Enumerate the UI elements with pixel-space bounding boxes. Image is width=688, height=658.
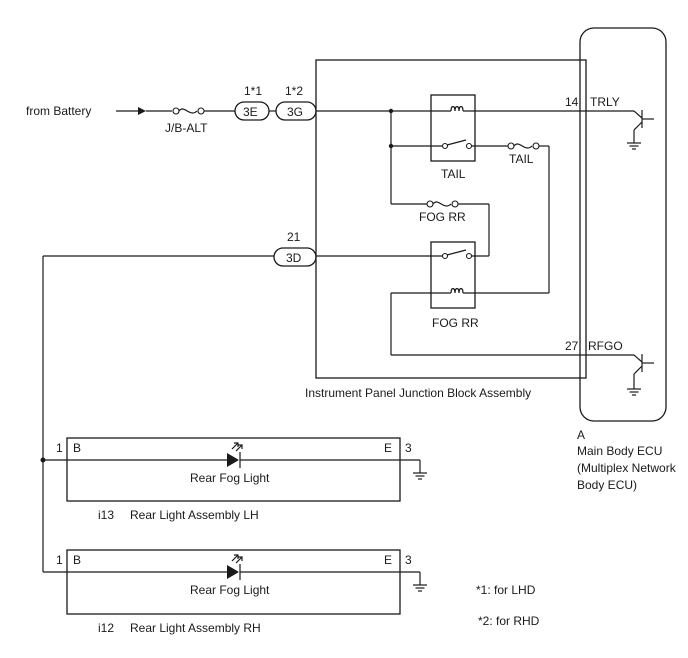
rh-ground-icon bbox=[413, 584, 427, 592]
tail-relay-box bbox=[430, 94, 476, 162]
ecu-name-line2: (Multiplex Network bbox=[577, 461, 677, 475]
fuse-jb-alt-icon bbox=[172, 107, 205, 115]
fuse-jb-alt-label: J/B-ALT bbox=[165, 121, 208, 135]
rh-lamp-label: Rear Fog Light bbox=[190, 583, 270, 597]
source-label: from Battery bbox=[26, 104, 91, 118]
lh-ref: i13 bbox=[98, 508, 114, 522]
lh-term-right: E bbox=[384, 441, 392, 455]
fog-relay-coil-icon bbox=[450, 287, 464, 294]
fog-relay-label: FOG RR bbox=[432, 316, 479, 330]
lh-term-left: B bbox=[73, 441, 81, 455]
rh-term-left: B bbox=[73, 553, 81, 567]
lh-assembly-box bbox=[66, 437, 401, 502]
connector-3d-label: 3D bbox=[286, 251, 302, 265]
connector-3e-label: 3E bbox=[243, 105, 258, 119]
rh-led-icon bbox=[227, 554, 243, 580]
connector-3d bbox=[273, 247, 317, 267]
tail-relay-coil-icon bbox=[450, 105, 464, 112]
connector-3g-note: 1*2 bbox=[285, 84, 303, 98]
ecu-name-line1: Main Body ECU bbox=[577, 444, 662, 458]
ecu-name-line3: Body ECU) bbox=[577, 478, 637, 492]
connector-3e-note: 1*1 bbox=[244, 84, 262, 98]
note-rhd: *2: for RHD bbox=[478, 614, 540, 628]
rh-pin-right: 3 bbox=[405, 553, 412, 567]
ecu-sig-trly: TRLY bbox=[590, 95, 620, 109]
rh-ref: i12 bbox=[98, 621, 114, 635]
rh-term-right: E bbox=[384, 553, 392, 567]
junction-dot bbox=[388, 108, 394, 114]
lh-name: Rear Light Assembly LH bbox=[130, 508, 259, 522]
fuse-fog-rr-label: FOG RR bbox=[419, 210, 466, 224]
ecu-sig-rfgo: RFGO bbox=[588, 339, 623, 353]
rh-pin-left: 1 bbox=[56, 553, 63, 567]
transistor-rfgo-icon bbox=[627, 354, 654, 396]
fuse-fog-rr-icon bbox=[426, 200, 459, 208]
note-lhd: *1: for LHD bbox=[476, 583, 536, 597]
rh-name: Rear Light Assembly RH bbox=[130, 621, 261, 635]
junction-block-label: Instrument Panel Junction Block Assembly bbox=[305, 386, 531, 400]
transistor-trly-icon bbox=[627, 110, 654, 150]
lh-led-icon bbox=[227, 442, 243, 468]
ecu-ref: A bbox=[577, 428, 585, 442]
lh-ground-icon bbox=[413, 472, 427, 480]
tail-relay-switch-icon bbox=[441, 139, 473, 150]
lh-pin-right: 3 bbox=[405, 441, 412, 455]
rh-assembly-box bbox=[66, 549, 401, 615]
fog-relay-switch-icon bbox=[441, 249, 473, 260]
connector-3g-label: 3G bbox=[287, 105, 303, 119]
lh-pin-left: 1 bbox=[56, 441, 63, 455]
fuse-tail-icon bbox=[507, 142, 540, 150]
battery-arrow-icon bbox=[138, 107, 146, 115]
lh-lamp-label: Rear Fog Light bbox=[190, 471, 270, 485]
tail-relay-label: TAIL bbox=[441, 167, 466, 181]
ecu-pin-trly: 14 bbox=[565, 95, 579, 109]
fog-relay-box bbox=[430, 241, 476, 309]
fuse-tail-label: TAIL bbox=[509, 152, 534, 166]
ecu-outline bbox=[579, 27, 667, 422]
connector-3d-pin: 21 bbox=[287, 230, 301, 244]
ecu-pin-rfgo: 27 bbox=[565, 339, 579, 353]
junction-block-outline bbox=[315, 59, 587, 379]
